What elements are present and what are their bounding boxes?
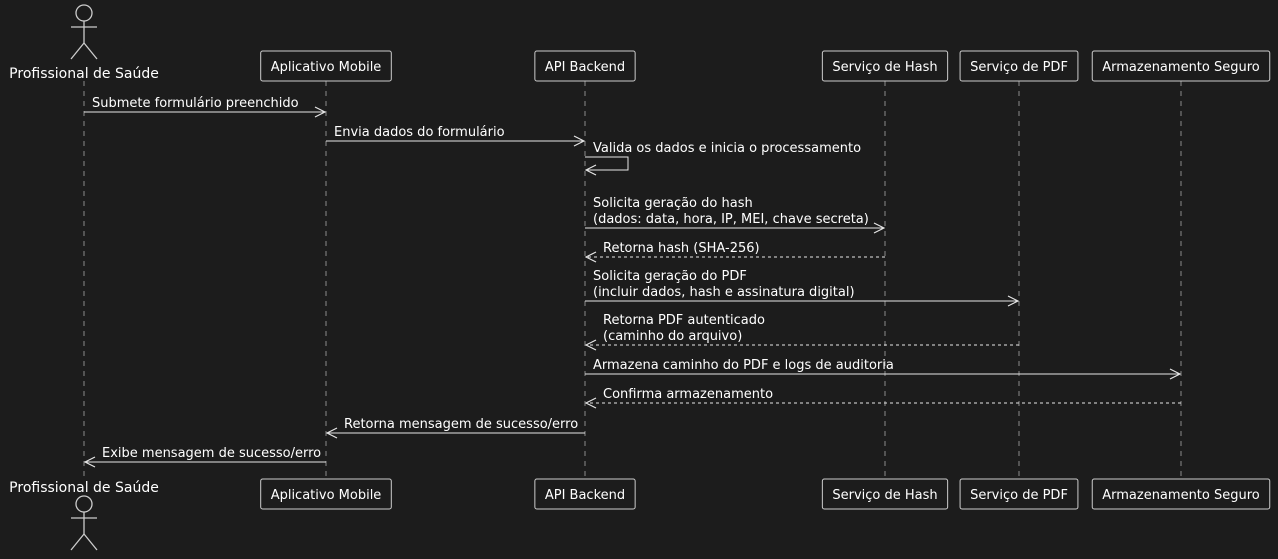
message-label: Exibe mensagem de sucesso/erro (102, 446, 321, 461)
message-arrow (585, 156, 629, 170)
message-6: Solicita geração do PDF(incluir dados, h… (585, 269, 1018, 301)
participant-pdf-bottom: Serviço de PDF (959, 478, 1079, 510)
participant-label: Aplicativo Mobile (271, 60, 382, 75)
participant-app-top: Aplicativo Mobile (260, 50, 392, 82)
participant-label: Serviço de Hash (832, 488, 937, 503)
participant-box (821, 50, 949, 82)
participant-label: API Backend (545, 60, 625, 75)
message-10: Retorna mensagem de sucesso/erro (327, 417, 585, 433)
actor-prof-top: Profissional de Saúde (9, 4, 159, 82)
message-label: Solicita geração do PDF (593, 269, 747, 284)
person-icon (70, 495, 98, 551)
participant-store-top: Armazenamento Seguro (1091, 50, 1271, 82)
person-icon (70, 4, 98, 60)
participant-pdf-top: Serviço de PDF (959, 50, 1079, 82)
participant-hash-bottom: Serviço de Hash (821, 478, 949, 510)
participant-label: Aplicativo Mobile (271, 488, 382, 503)
message-label: (dados: data, hora, IP, MEI, chave secre… (593, 212, 869, 227)
participants-top: Profissional de Saúde Aplicativo Mobile AP… (9, 4, 1271, 82)
message-11: Exibe mensagem de sucesso/erro (85, 446, 326, 462)
message-label: Retorna mensagem de sucesso/erro (344, 417, 578, 432)
message-2: Envia dados do formulário (326, 125, 584, 141)
participant-box (959, 50, 1079, 82)
message-label: Submete formulário preenchido (92, 96, 299, 111)
message-label: (caminho do arquivo) (603, 329, 742, 344)
participant-label: Armazenamento Seguro (1102, 60, 1260, 75)
actor-label: Profissional de Saúde (9, 480, 159, 496)
participant-app-bottom: Aplicativo Mobile (260, 478, 392, 510)
message-label: (incluir dados, hash e assinatura digita… (593, 285, 855, 300)
message-label: Envia dados do formulário (334, 125, 505, 140)
message-label: Confirma armazenamento (603, 387, 773, 402)
participant-box (260, 478, 392, 510)
message-8: Armazena caminho do PDF e logs de audito… (585, 358, 1180, 374)
participant-box (959, 478, 1079, 510)
participant-box (1091, 478, 1271, 510)
participant-label: API Backend (545, 488, 625, 503)
message-5: Retorna hash (SHA-256) (586, 241, 885, 257)
message-label: Valida os dados e inicia o processamento (593, 141, 861, 156)
message-label: Retorna hash (SHA-256) (603, 241, 760, 256)
participant-label: Serviço de Hash (832, 60, 937, 75)
participant-box (534, 50, 636, 82)
participant-box (260, 50, 392, 82)
participant-box (1091, 50, 1271, 82)
participant-api-bottom: API Backend (534, 478, 636, 510)
message-3: Valida os dados e inicia o processamento (585, 141, 861, 170)
participant-box (534, 478, 636, 510)
message-4: Solicita geração do hash(dados: data, ho… (585, 196, 884, 228)
participant-hash-top: Serviço de Hash (821, 50, 949, 82)
lifelines (83, 81, 1182, 479)
message-1: Submete formulário preenchido (84, 96, 325, 112)
actor-prof-bottom: Profissional de Saúde (9, 480, 159, 551)
participant-label: Serviço de PDF (970, 60, 1068, 75)
participant-api-top: API Backend (534, 50, 636, 82)
participant-label: Armazenamento Seguro (1102, 488, 1260, 503)
actor-label: Profissional de Saúde (9, 66, 159, 82)
message-label: Solicita geração do hash (593, 196, 753, 211)
message-9: Confirma armazenamento (586, 387, 1181, 403)
message-7: Retorna PDF autenticado(caminho do arqui… (586, 313, 1019, 345)
message-label: Armazena caminho do PDF e logs de audito… (593, 358, 894, 373)
participant-store-bottom: Armazenamento Seguro (1091, 478, 1271, 510)
message-label: Retorna PDF autenticado (603, 313, 765, 328)
participant-box (821, 478, 949, 510)
participant-label: Serviço de PDF (970, 488, 1068, 503)
